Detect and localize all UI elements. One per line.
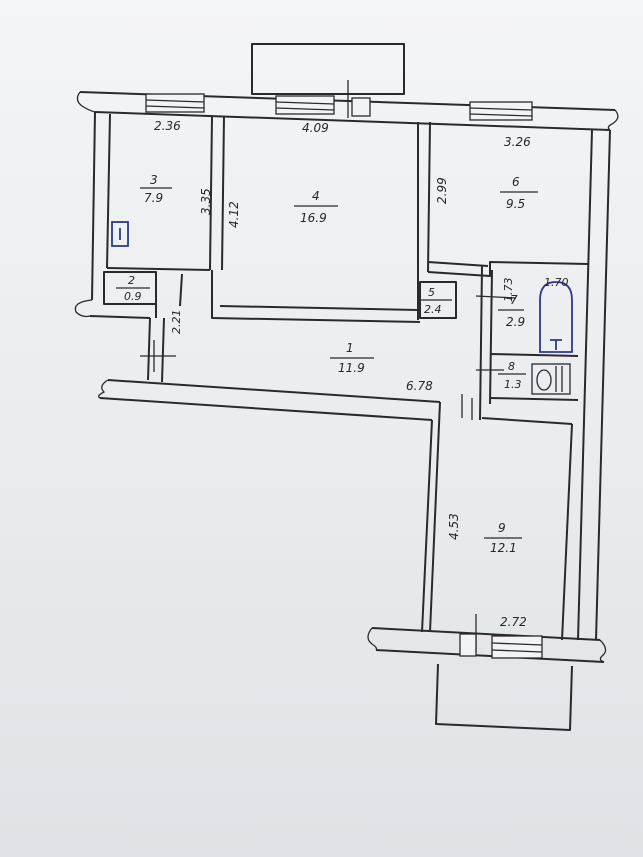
room-label-8: 8 1.3 xyxy=(498,360,526,391)
wall-break-bottom-right xyxy=(599,639,607,663)
dim-hall-short: 2.21 xyxy=(170,310,183,335)
room-label-7: 7 2.9 xyxy=(498,293,525,329)
room-label-9: 9 12.1 xyxy=(484,521,522,555)
wall-break-right-top xyxy=(607,109,619,131)
top-balcony xyxy=(251,43,405,95)
room3-wall-right-a xyxy=(209,115,213,271)
room-label-1: 1 11.9 xyxy=(330,341,374,375)
window-room6 xyxy=(469,101,533,121)
bath-block-wall-left xyxy=(479,265,483,421)
dim-room7-b: 1.70 xyxy=(544,276,569,289)
room4-wall-bottom-b xyxy=(219,305,419,311)
outer-wall-left-inner xyxy=(106,113,111,269)
room-area: 2.4 xyxy=(424,303,442,316)
bathtub-icon xyxy=(539,281,573,353)
room-label-3: 3 7.9 xyxy=(140,173,172,205)
room-number: 7 xyxy=(510,293,518,307)
room-label-6: 6 9.5 xyxy=(500,175,538,211)
dim-hall-length: 6.78 xyxy=(406,379,433,393)
room-label-2: 2 0.9 xyxy=(116,274,150,303)
room9-wall-right xyxy=(561,423,573,641)
room-number: 9 xyxy=(498,521,506,535)
room7-wall-bottom xyxy=(489,353,579,357)
room-number: 8 xyxy=(508,360,515,373)
window-room9 xyxy=(491,635,543,659)
dim-room9-width: 2.72 xyxy=(500,615,527,629)
room-area: 0.9 xyxy=(124,290,142,303)
outer-wall-bottom-outer xyxy=(371,627,601,641)
room6-wall-bottom xyxy=(427,261,589,277)
room9-wall-left-inner xyxy=(429,401,441,633)
window-room3 xyxy=(145,93,205,113)
outer-wall-right-outer xyxy=(595,129,611,641)
stove-icon xyxy=(111,221,129,247)
dim-room4-left: 4.12 xyxy=(227,201,241,228)
outer-wall-bottom-inner xyxy=(375,649,605,663)
bottom-balcony xyxy=(435,663,573,731)
wall-break-left-mid xyxy=(74,299,93,318)
room-label-5: 5 2.4 xyxy=(420,286,452,316)
room-area: 9.5 xyxy=(506,197,525,211)
room9-wall-top xyxy=(481,417,573,425)
room-number: 2 xyxy=(128,274,135,287)
dim-room3-width: 2.36 xyxy=(154,119,181,133)
hall-wall-stub xyxy=(179,273,183,307)
window-room4 xyxy=(275,95,335,115)
dim-room6-width: 3.26 xyxy=(504,135,531,149)
room-area: 1.3 xyxy=(504,378,522,391)
room-area: 12.1 xyxy=(490,541,517,555)
room-area: 2.9 xyxy=(506,315,525,329)
hall-wall-lower-edge xyxy=(99,397,433,421)
hall-wall-left-a xyxy=(147,317,151,381)
door-mark-7 xyxy=(475,295,517,299)
room-area: 16.9 xyxy=(300,211,327,225)
room4-wall-right-b xyxy=(427,121,431,273)
wall-left-stub xyxy=(89,315,151,319)
room8-wall-bottom xyxy=(489,397,579,401)
outer-wall-top-inner xyxy=(94,111,611,131)
wall-break-left-low xyxy=(98,379,109,399)
dim-room4-right: 2.99 xyxy=(435,177,449,204)
wall-break-bottom-left xyxy=(367,627,378,651)
room-number: 6 xyxy=(512,175,520,189)
dim-room4-width: 4.09 xyxy=(302,121,329,135)
dim-room3-depth: 3.35 xyxy=(199,188,213,215)
room4-wall-bottom-a xyxy=(211,270,421,323)
room-number: 4 xyxy=(312,189,320,203)
room-number: 1 xyxy=(346,341,354,355)
toilet-icon xyxy=(531,363,571,395)
room-number: 5 xyxy=(428,286,435,299)
room-label-4: 4 16.9 xyxy=(294,189,338,225)
room3-wall-bottom xyxy=(106,267,211,271)
room-number: 3 xyxy=(150,173,158,187)
bath-block-wall-left-b xyxy=(489,269,493,405)
window-room4-b xyxy=(351,97,371,117)
room-area: 11.9 xyxy=(338,361,365,375)
room6-wall-bottom-b xyxy=(427,261,489,267)
hall-wall-lower-outer xyxy=(107,379,441,403)
dim-room9-depth: 4.53 xyxy=(447,513,461,540)
room3-wall-right-b xyxy=(221,115,225,271)
wall-break-left-top xyxy=(76,91,96,113)
outer-wall-right-inner xyxy=(577,129,593,641)
hall-wall-left-b xyxy=(161,317,165,383)
dim-room7-a: 1.73 xyxy=(502,278,515,303)
outer-wall-left-outer xyxy=(91,111,96,301)
room9-wall-left-outer xyxy=(421,419,433,633)
window-room9-b xyxy=(459,633,477,657)
room-area: 7.9 xyxy=(144,191,163,205)
